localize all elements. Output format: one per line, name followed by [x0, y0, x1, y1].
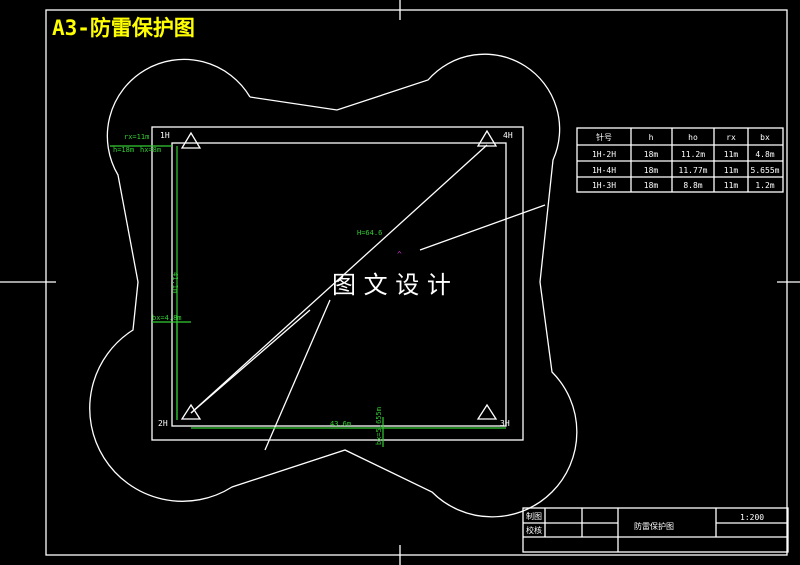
dim-bottom-length: 43.6m [330, 420, 351, 428]
rod-4h [476, 129, 498, 147]
label-4h: 4H [503, 131, 513, 140]
rod-2h [180, 403, 202, 420]
dim-rx: rx=11m [124, 133, 149, 141]
table-cell: 11m [724, 166, 739, 175]
table-cell: 1.2m [755, 181, 774, 190]
dim-bx-bottom: bx=5.655m [375, 407, 383, 445]
label-2h: 2H [158, 419, 168, 428]
table-header: h [649, 133, 654, 142]
watermark: 图 文 设 计 [332, 271, 451, 299]
table-cell: 1H-3H [592, 181, 616, 190]
table-cell: 1H-4H [592, 166, 616, 175]
checked-by-label: 校核 [526, 525, 542, 535]
dim-bx-left: bx=4.8m [152, 314, 182, 322]
table-cell: 11.2m [681, 150, 705, 159]
protection-lines [190, 144, 546, 451]
label-1h: 1H [160, 131, 170, 140]
table-cell: 5.655m [751, 166, 780, 175]
table-cell: 8.8m [683, 181, 702, 190]
center-marker-icon: ^ [397, 250, 402, 259]
table-cell: 11m [724, 150, 739, 159]
drawn-by-label: 制图 [526, 511, 542, 521]
dim-left-length: 41.1m [171, 272, 179, 293]
table-cells: 针号 h ho rx bx 1H-2H 18m 11.2m 11m 4.8m 1H-4H 18m 11.… [592, 132, 780, 190]
table-cell: 18m [644, 166, 659, 175]
drawing-scale: 1:200 [740, 513, 764, 522]
dim-hx: hx=8m [140, 146, 161, 154]
table-cell: 4.8m [755, 150, 774, 159]
title-block [522, 507, 789, 553]
dim-h: h=18m [113, 146, 134, 154]
drawing-title: A3-防雷保护图 [52, 16, 195, 40]
parameter-table [576, 127, 784, 193]
label-3h: 3H [500, 419, 510, 428]
lightning-rods [180, 129, 498, 420]
rod-3h [476, 403, 498, 420]
rod-1h [180, 131, 202, 149]
drawing-name: 防雷保护图 [634, 521, 674, 531]
dim-height: H=64.6 [357, 229, 382, 237]
table-cell: 1H-2H [592, 150, 616, 159]
table-cell: 18m [644, 150, 659, 159]
table-header: 针号 [596, 132, 612, 142]
table-cell: 11m [724, 181, 739, 190]
dimension-lines [110, 145, 506, 447]
table-cell: 18m [644, 181, 659, 190]
protection-envelope [89, 53, 578, 518]
table-header: rx [726, 133, 736, 142]
table-header: bx [760, 133, 770, 142]
table-header: ho [688, 133, 698, 142]
building-outline [151, 126, 524, 441]
table-cell: 11.77m [679, 166, 708, 175]
